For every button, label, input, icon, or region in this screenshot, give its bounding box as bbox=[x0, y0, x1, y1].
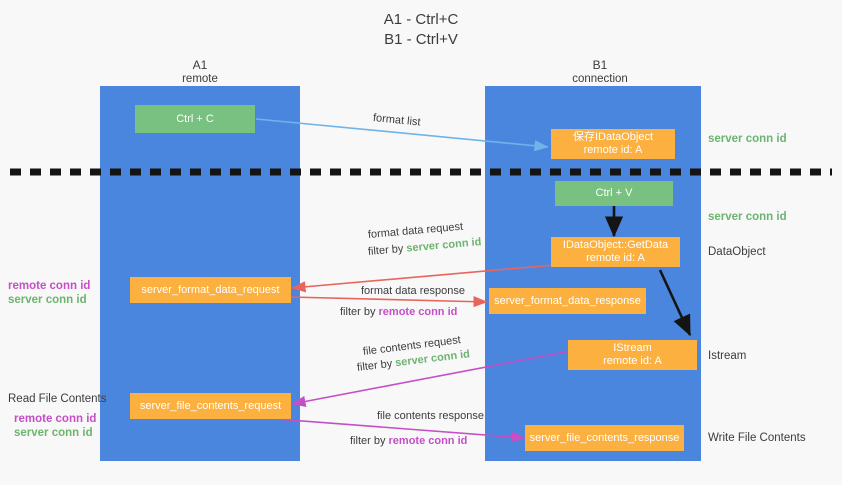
title-line-1: A1 - Ctrl+C bbox=[383, 11, 459, 28]
box-ctrl-c[interactable]: Ctrl + C bbox=[135, 105, 255, 133]
box-istream-line1: IStream bbox=[613, 342, 652, 354]
left-label-server-conn-id-2: server conn id bbox=[14, 427, 93, 439]
right-label-dataobject: DataObject bbox=[708, 246, 766, 258]
box-save-idataobject[interactable]: 保存IDataObject remote id: A bbox=[551, 129, 675, 159]
token-remote-conn-id: remote conn id bbox=[378, 306, 458, 318]
column-header-right-name: B1 bbox=[592, 58, 608, 72]
right-label-server-conn-id-second: server conn id bbox=[708, 211, 787, 223]
box-server-format-data-request-label: server_format_data_request bbox=[141, 283, 280, 296]
edge-label-format-data-response-filter: filter by remote conn id bbox=[340, 306, 458, 318]
box-ctrl-v[interactable]: Ctrl + V bbox=[555, 181, 673, 206]
column-header-left-sub: remote bbox=[182, 73, 218, 85]
left-label-remote-conn-id-2: remote conn id bbox=[14, 413, 97, 425]
left-label-server-conn-id-1: server conn id bbox=[8, 294, 87, 306]
edge-label-format-data-response: format data response bbox=[361, 285, 465, 297]
column-header-left: A1 remote bbox=[100, 58, 300, 86]
left-label-read-file-contents: Read File Contents bbox=[8, 393, 107, 405]
column-header-right: B1 connection bbox=[500, 58, 700, 86]
right-label-istream: Istream bbox=[708, 350, 747, 362]
edge-label-file-contents-response-filter: filter by remote conn id bbox=[350, 435, 468, 447]
box-server-format-data-request[interactable]: server_format_data_request bbox=[130, 277, 291, 303]
column-header-left-name: A1 bbox=[192, 58, 208, 72]
box-server-format-data-response[interactable]: server_format_data_response bbox=[489, 288, 646, 314]
box-istream[interactable]: IStream remote id: A bbox=[568, 340, 697, 370]
box-idataobject-getdata-line2: remote id: A bbox=[586, 252, 645, 264]
box-server-file-contents-response-label: server_file_contents_response bbox=[529, 431, 680, 444]
right-label-write-file-contents: Write File Contents bbox=[708, 432, 806, 444]
box-save-idataobject-line1: 保存IDataObject bbox=[572, 131, 654, 143]
token-server-conn-id: server conn id bbox=[405, 236, 482, 255]
left-label-remote-conn-id-1: remote conn id bbox=[8, 280, 91, 292]
box-ctrl-c-label: Ctrl + C bbox=[176, 112, 214, 125]
box-idataobject-getdata[interactable]: IDataObject::GetData remote id: A bbox=[551, 237, 680, 267]
box-server-file-contents-request[interactable]: server_file_contents_request bbox=[130, 393, 291, 419]
right-label-server-conn-id-top: server conn id bbox=[708, 133, 787, 145]
edge-label-format-list: format list bbox=[372, 112, 422, 129]
box-server-format-data-response-label: server_format_data_response bbox=[494, 294, 641, 307]
edge-label-file-contents-response: file contents response bbox=[377, 410, 485, 422]
token-remote-conn-id: remote conn id bbox=[388, 435, 468, 447]
page-title: A1 - Ctrl+C B1 - Ctrl+V bbox=[0, 10, 842, 50]
column-header-right-sub: connection bbox=[572, 73, 628, 85]
box-save-idataobject-line2: remote id: A bbox=[583, 144, 643, 156]
box-server-file-contents-request-label: server_file_contents_request bbox=[139, 399, 282, 412]
box-istream-line2: remote id: A bbox=[603, 355, 662, 367]
box-server-file-contents-response[interactable]: server_file_contents_response bbox=[525, 425, 684, 451]
title-line-2: B1 - Ctrl+V bbox=[384, 31, 458, 48]
box-idataobject-getdata-line1: IDataObject::GetData bbox=[562, 239, 669, 251]
box-ctrl-v-label: Ctrl + V bbox=[595, 187, 633, 199]
